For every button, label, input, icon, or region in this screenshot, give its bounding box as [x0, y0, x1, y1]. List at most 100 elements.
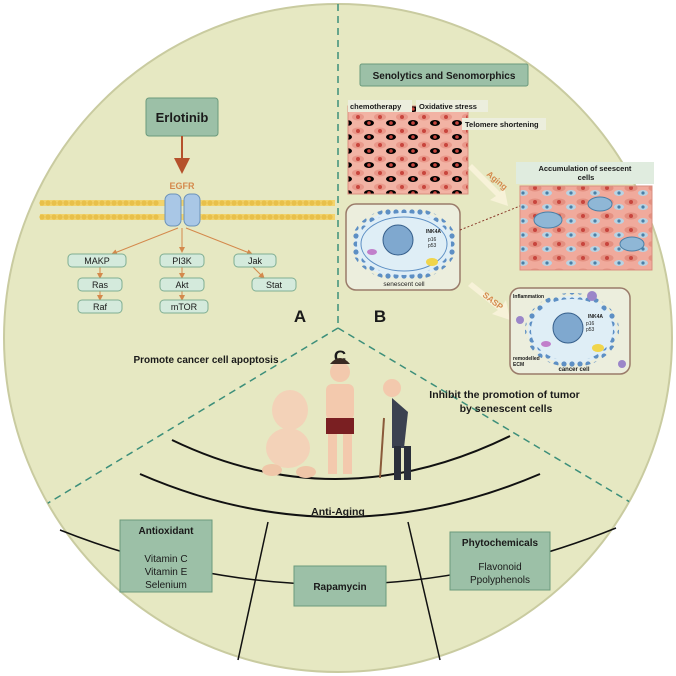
lipid-head — [87, 200, 93, 206]
lipid-head — [327, 214, 333, 220]
remodelled-ecm-label: remodelled ECM — [513, 356, 541, 368]
lipid-head — [285, 200, 291, 206]
lipid-head — [207, 214, 213, 220]
lipid-head — [231, 200, 237, 206]
aging-arrow — [468, 164, 508, 206]
elder-icon — [379, 379, 411, 480]
lipid-head — [69, 200, 75, 206]
lipid-head — [213, 214, 219, 220]
lipid-head — [63, 200, 69, 206]
lipid-head — [45, 200, 51, 206]
lipid-head — [39, 200, 45, 206]
lipid-head — [123, 200, 129, 206]
lipid-head — [267, 200, 273, 206]
lipid-head — [237, 214, 243, 220]
lipid-head — [249, 214, 255, 220]
node-makp — [67, 253, 127, 268]
lipid-head — [93, 214, 99, 220]
antioxidant-item-1: Vitamin C — [144, 554, 187, 565]
lipid-head — [255, 214, 261, 220]
lipid-head — [117, 200, 123, 206]
lipid-head — [141, 200, 147, 206]
lipid-head — [297, 200, 303, 206]
lipid-head — [309, 214, 315, 220]
oxidative-stress-label: Oxidative stress — [419, 102, 477, 111]
lipid-head — [51, 214, 57, 220]
inflammation-label: Inflammation — [513, 294, 544, 300]
lipid-head — [219, 214, 225, 220]
lipid-head — [303, 214, 309, 220]
lipid-head — [99, 214, 105, 220]
phytochemicals-item-2: Ppolyphenols — [470, 575, 530, 586]
antioxidant-item-3: Selenium — [145, 580, 187, 591]
marker-ink4a: INK4A — [426, 229, 441, 235]
cancer-marker-p16: p16 — [586, 321, 595, 327]
accumulation-line1: Accumulation of seescent — [538, 164, 631, 173]
pathway-arrows — [97, 227, 265, 301]
lipid-head — [45, 214, 51, 220]
senescent-cell-label: senescent cell — [383, 281, 425, 288]
lipid-head — [309, 200, 315, 206]
anti-aging-label: Anti-Aging — [311, 506, 365, 518]
phytochemicals-title: Phytochemicals — [462, 538, 539, 549]
lipid-head — [105, 200, 111, 206]
lipid-head — [87, 214, 93, 220]
lipid-head — [147, 214, 153, 220]
panel-a-caption: Promote cancer cell apoptosis — [133, 355, 278, 366]
lipid-head — [243, 214, 249, 220]
panel-a-letter: A — [294, 307, 306, 326]
lipid-head — [291, 214, 297, 220]
antioxidant-item-2: Vitamin E — [145, 567, 188, 578]
lipid-head — [111, 200, 117, 206]
lipid-head — [279, 214, 285, 220]
lipid-head — [243, 200, 249, 206]
telomere-tag — [462, 118, 546, 130]
node-ras — [77, 277, 123, 292]
erlotinib-label: Erlotinib — [156, 110, 209, 125]
node-pi3k-label: PI3K — [172, 256, 192, 266]
lipid-head — [207, 200, 213, 206]
node-raf-label: Raf — [93, 302, 108, 312]
panel-a: Erlotinib EGFR MAKP — [39, 97, 335, 366]
cancer-marker-ink4a: INK4A — [588, 314, 603, 320]
lipid-head — [321, 214, 327, 220]
lipid-head — [291, 200, 297, 206]
node-pi3k — [159, 253, 205, 268]
lipid-head — [327, 200, 333, 206]
antioxidant-box — [119, 519, 213, 593]
lipid-head — [99, 200, 105, 206]
lipid-head — [105, 214, 111, 220]
lipid-head — [225, 214, 231, 220]
lipid-head — [153, 200, 159, 206]
senescent-link — [459, 205, 521, 231]
senolytics-box — [359, 63, 529, 87]
lipid-head — [51, 200, 57, 206]
marker-p16: p16 — [428, 237, 437, 243]
lipid-head — [75, 200, 81, 206]
lipid-head — [225, 200, 231, 206]
lipid-head — [141, 214, 147, 220]
marker-p53: p53 — [428, 243, 437, 249]
lipid-head — [297, 214, 303, 220]
lipid-head — [213, 200, 219, 206]
lipid-head — [315, 214, 321, 220]
node-makp-label: MAKP — [84, 256, 110, 266]
lipid-head — [81, 214, 87, 220]
lipid-head — [93, 200, 99, 206]
node-jak-label: Jak — [248, 256, 263, 266]
antioxidant-title: Antioxidant — [139, 526, 195, 537]
lipid-head — [261, 200, 267, 206]
node-akt — [159, 277, 205, 292]
cancer-cell-label: cancer cell — [558, 367, 589, 373]
lipid-head — [201, 200, 207, 206]
lipid-head — [261, 214, 267, 220]
baby-icon — [262, 390, 316, 478]
lipid-head — [147, 200, 153, 206]
lipid-head — [255, 200, 261, 206]
oxidative-tag — [416, 100, 488, 112]
pathway-nodes: MAKP Ras Raf PI3K Akt mTOR Jak Stat — [67, 253, 297, 314]
lipid-head — [111, 214, 117, 220]
lipid-head — [57, 214, 63, 220]
lipid-head — [315, 200, 321, 206]
node-akt-label: Akt — [175, 280, 189, 290]
